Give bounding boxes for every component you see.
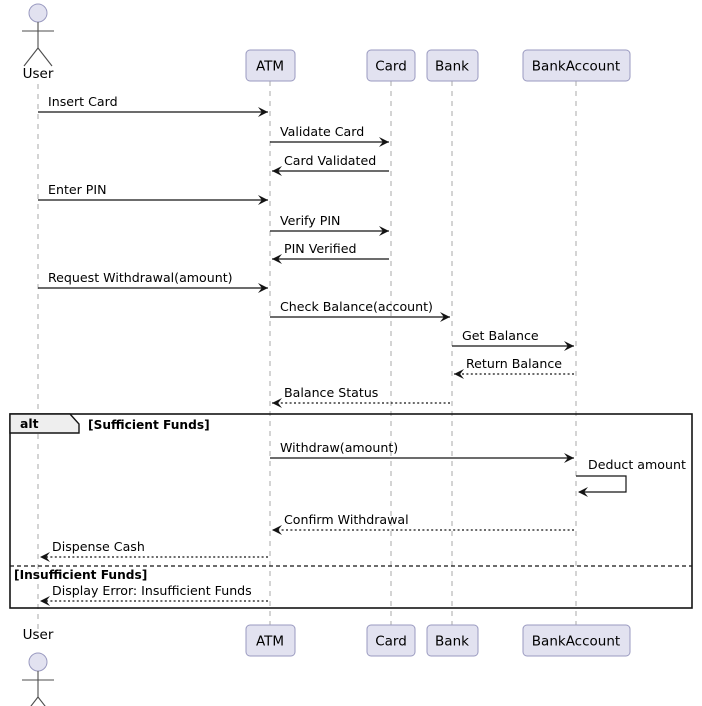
alt-guard-else: [Insufficient Funds] bbox=[14, 568, 147, 582]
message-label-m4: Enter PIN bbox=[48, 182, 107, 197]
participant-headers-layer: User ATM Card Bank BankAccount bbox=[22, 3, 631, 82]
message-m13[interactable]: Deduct amount bbox=[576, 457, 686, 497]
message-arrowhead-m15 bbox=[40, 552, 50, 562]
message-arrowhead-m16 bbox=[40, 596, 50, 606]
message-label-m2: Validate Card bbox=[280, 124, 364, 139]
message-m1[interactable]: Insert Card bbox=[38, 94, 268, 117]
message-m8[interactable]: Check Balance(account) bbox=[270, 299, 450, 322]
actor-head-icon bbox=[28, 3, 48, 23]
message-m10[interactable]: Return Balance bbox=[454, 356, 574, 379]
alt-fragment-tab bbox=[9, 413, 80, 434]
message-arrowhead-m6 bbox=[272, 254, 282, 264]
actor-label-user: User bbox=[23, 627, 54, 643]
actor-leg-right bbox=[37, 47, 53, 67]
message-arrowhead-m9 bbox=[564, 341, 574, 351]
message-label-m6: PIN Verified bbox=[284, 241, 356, 256]
message-arrowhead-m13 bbox=[578, 487, 588, 497]
message-label-m13: Deduct amount bbox=[588, 457, 686, 472]
participant-box-bankaccount-footer[interactable] bbox=[522, 624, 631, 657]
message-label-m8: Check Balance(account) bbox=[280, 299, 433, 314]
alt-fragment-layer: alt [Sufficient Funds] [Insufficient Funds… bbox=[9, 413, 693, 609]
participant-box-bank-footer[interactable] bbox=[426, 624, 479, 657]
message-m7[interactable]: Request Withdrawal(amount) bbox=[38, 270, 268, 293]
actor-head-icon bbox=[28, 652, 48, 672]
message-label-m9: Get Balance bbox=[462, 328, 539, 343]
actor-leg-left bbox=[30, 696, 39, 706]
message-m5[interactable]: Verify PIN bbox=[270, 213, 389, 236]
participant-box-bankaccount-header[interactable] bbox=[522, 49, 631, 82]
message-label-m1: Insert Card bbox=[48, 94, 118, 109]
message-arrowhead-m11 bbox=[272, 398, 282, 408]
message-label-m15: Dispense Cash bbox=[52, 539, 145, 554]
participant-label-card-header: Card bbox=[375, 59, 407, 75]
message-m11[interactable]: Balance Status bbox=[272, 385, 450, 408]
message-arrowhead-m1 bbox=[258, 107, 268, 117]
message-arrowhead-m3 bbox=[272, 166, 282, 176]
message-label-m14: Confirm Withdrawal bbox=[284, 512, 409, 527]
message-m3[interactable]: Card Validated bbox=[272, 153, 389, 176]
message-label-m5: Verify PIN bbox=[280, 213, 340, 228]
participant-footers-layer: User ATM Card Bank BankAccount bbox=[22, 624, 631, 706]
message-line-m13 bbox=[576, 475, 627, 493]
lifelines-layer bbox=[37, 81, 577, 633]
message-label-m7: Request Withdrawal(amount) bbox=[48, 270, 233, 285]
message-label-m11: Balance Status bbox=[284, 385, 378, 400]
participant-box-atm-header[interactable] bbox=[245, 49, 296, 82]
message-arrowhead-m10 bbox=[454, 369, 464, 379]
message-label-m16: Display Error: Insufficient Funds bbox=[52, 583, 252, 598]
message-arrowhead-m12 bbox=[564, 453, 574, 463]
message-m4[interactable]: Enter PIN bbox=[38, 182, 268, 205]
participant-label-bankaccount-header: BankAccount bbox=[532, 59, 620, 75]
message-arrowhead-m7 bbox=[258, 283, 268, 293]
message-m12[interactable]: Withdraw(amount) bbox=[270, 440, 574, 463]
message-label-m12: Withdraw(amount) bbox=[280, 440, 398, 455]
message-m9[interactable]: Get Balance bbox=[452, 328, 574, 351]
alt-fragment-operator: alt bbox=[20, 416, 39, 431]
participant-box-card-footer[interactable] bbox=[366, 624, 416, 657]
participant-box-atm-footer[interactable] bbox=[245, 624, 296, 657]
message-m14[interactable]: Confirm Withdrawal bbox=[272, 512, 574, 535]
participant-label-atm-footer: ATM bbox=[256, 634, 284, 650]
message-label-m3: Card Validated bbox=[284, 153, 376, 168]
actor-leg-right bbox=[37, 696, 46, 706]
participant-box-card-header[interactable] bbox=[366, 49, 416, 82]
participant-label-bankaccount-footer: BankAccount bbox=[532, 634, 620, 650]
alt-fragment-frame bbox=[9, 413, 693, 609]
message-arrowhead-m5 bbox=[379, 226, 389, 236]
message-arrowhead-m2 bbox=[379, 137, 389, 147]
participant-box-bank-header[interactable] bbox=[426, 49, 479, 82]
participant-label-atm-header: ATM bbox=[256, 59, 284, 75]
message-m15[interactable]: Dispense Cash bbox=[40, 539, 268, 562]
actor-leg-left bbox=[23, 47, 39, 67]
message-arrowhead-m14 bbox=[272, 525, 282, 535]
message-m16[interactable]: Display Error: Insufficient Funds bbox=[40, 583, 268, 606]
message-label-m10: Return Balance bbox=[466, 356, 562, 371]
message-m6[interactable]: PIN Verified bbox=[272, 241, 389, 264]
message-arrowhead-m4 bbox=[258, 195, 268, 205]
participant-label-bank-footer: Bank bbox=[435, 634, 469, 650]
participant-label-bank-header: Bank bbox=[435, 59, 469, 75]
message-m2[interactable]: Validate Card bbox=[270, 124, 389, 147]
participant-label-card-footer: Card bbox=[375, 634, 407, 650]
message-arrowhead-m8 bbox=[440, 312, 450, 322]
alt-guard-primary: [Sufficient Funds] bbox=[88, 418, 210, 432]
actor-label-user: User bbox=[23, 66, 54, 82]
